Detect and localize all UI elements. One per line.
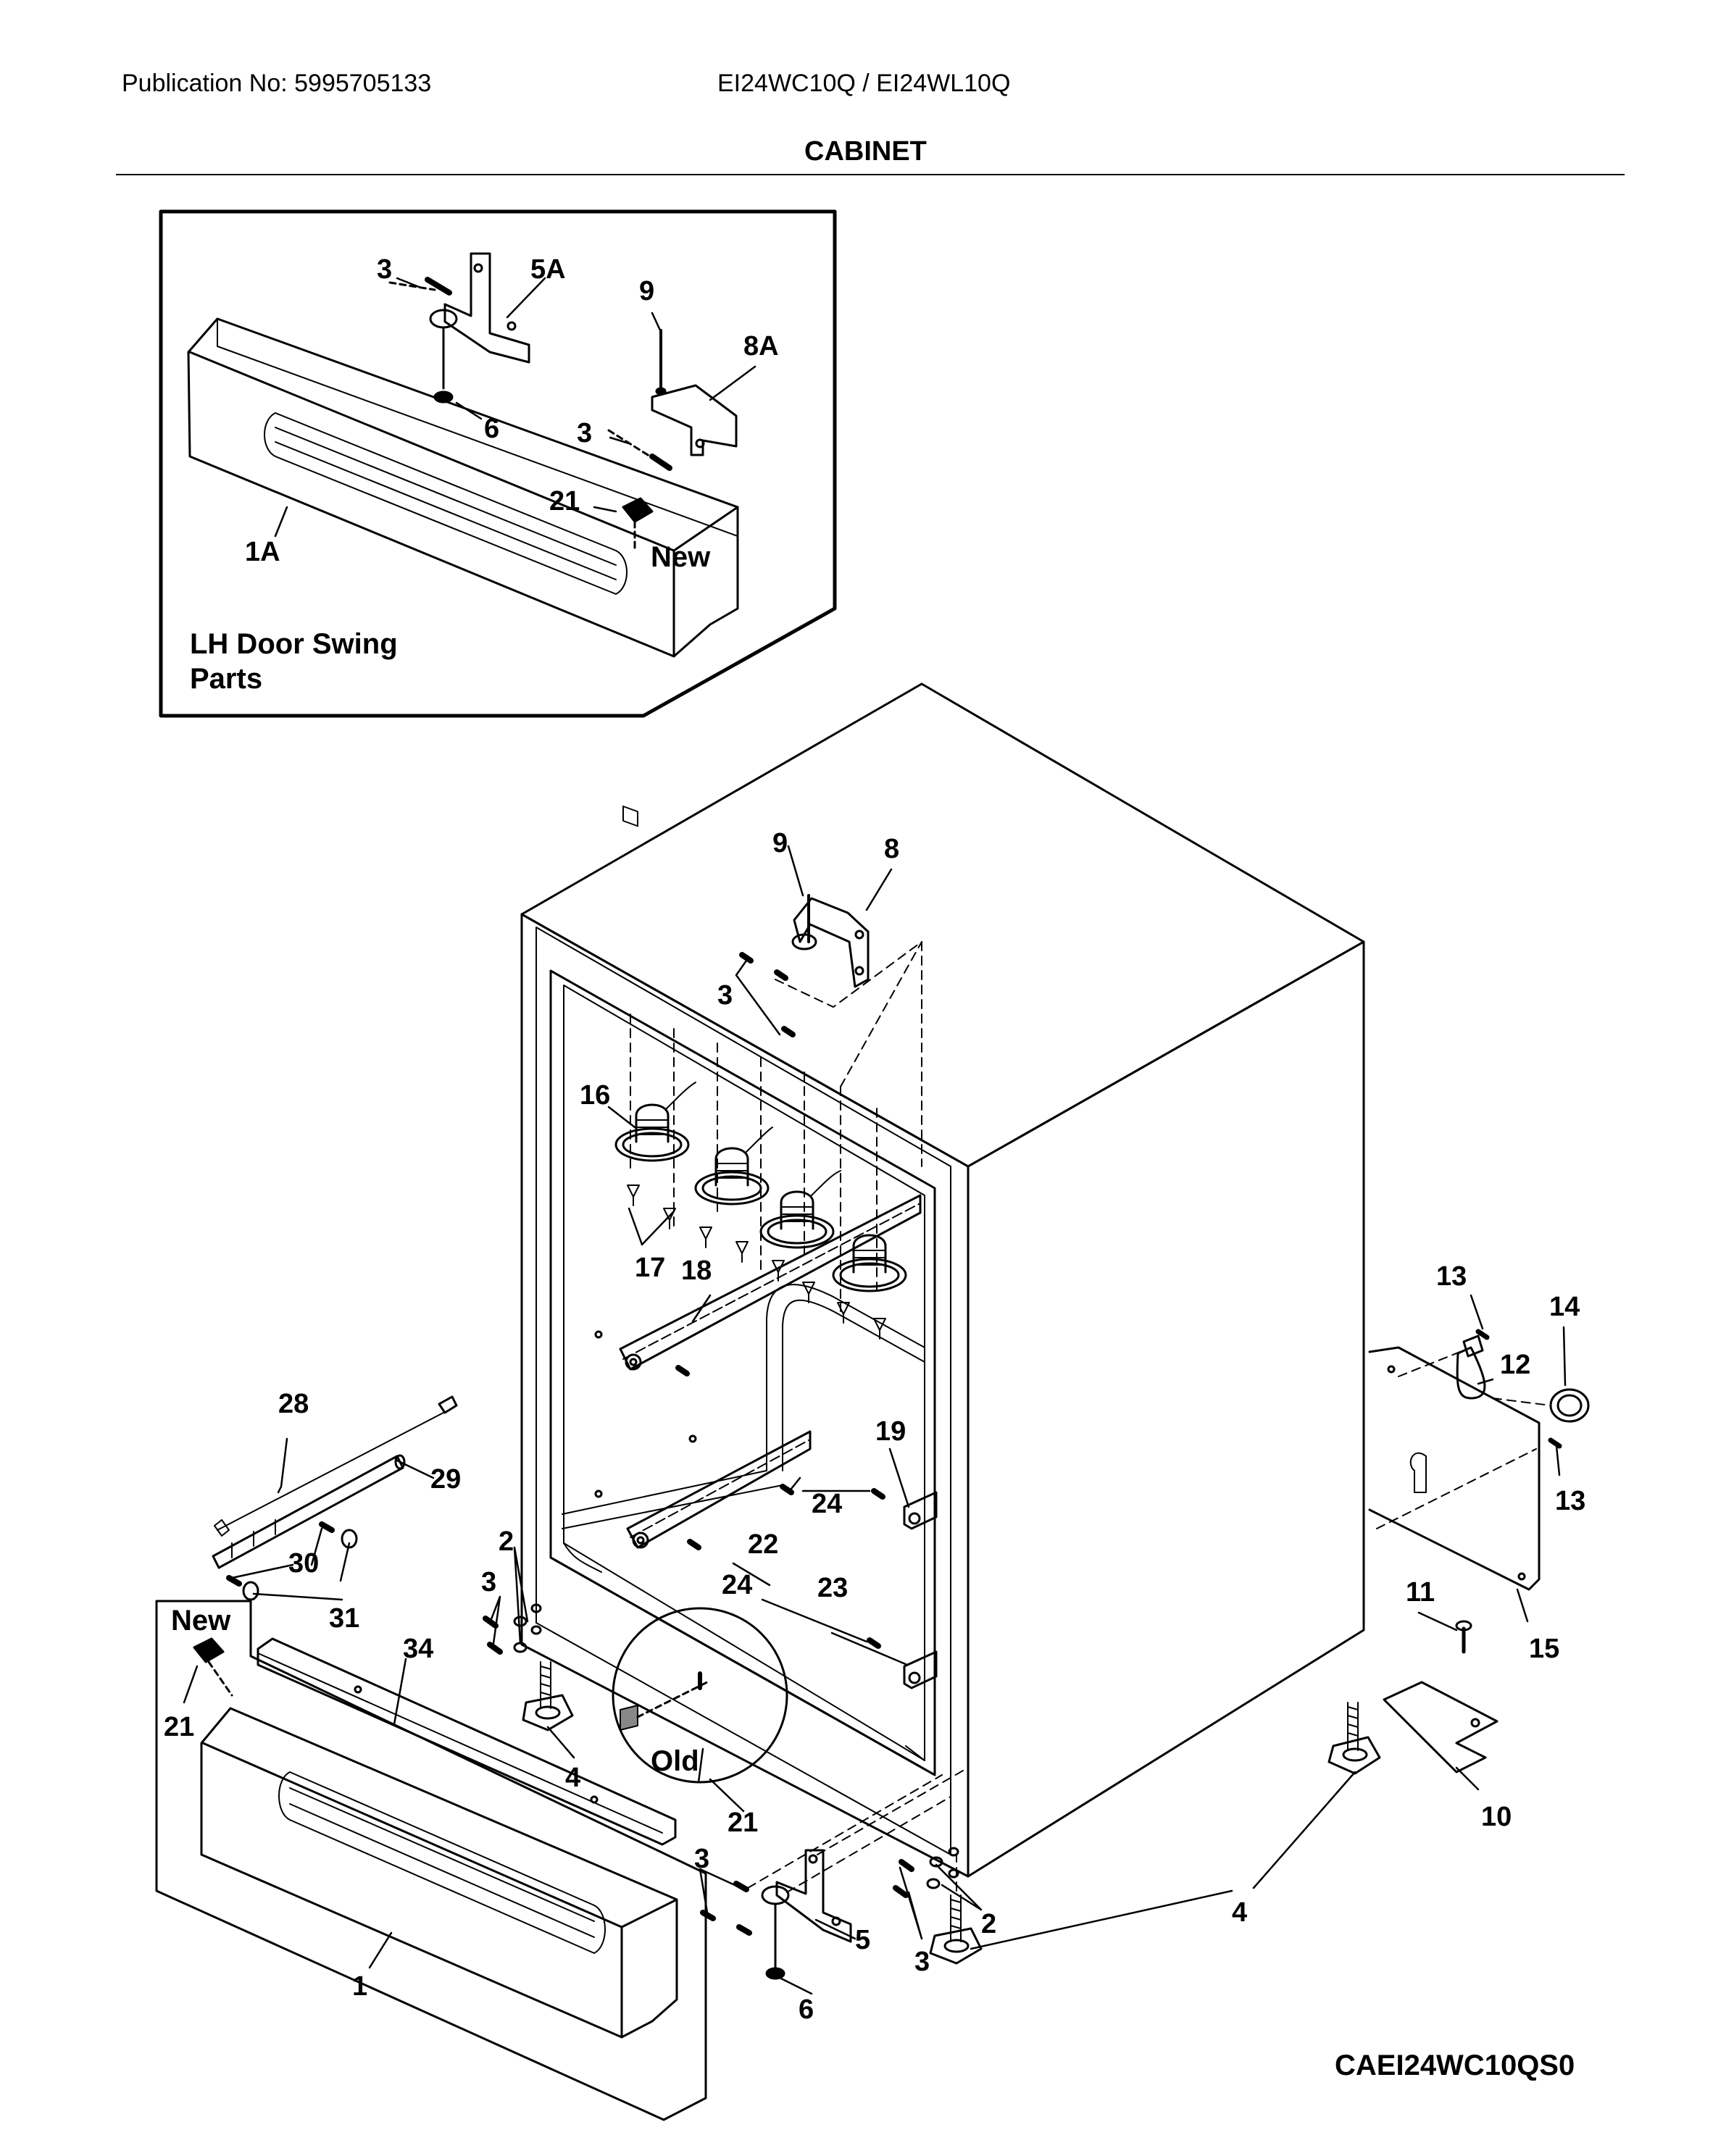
- screws-13: [1475, 1329, 1562, 1449]
- label-11: 11: [1406, 1577, 1435, 1608]
- damper-16: [614, 1082, 907, 1292]
- label-3: 3: [914, 1947, 930, 1977]
- caps-31: [242, 1529, 358, 1601]
- label-2: 2: [499, 1526, 514, 1557]
- label-8a: 8A: [743, 331, 779, 362]
- label-3: 3: [481, 1567, 496, 1597]
- label-17: 17: [635, 1253, 665, 1283]
- label-23: 23: [817, 1573, 848, 1603]
- label-1: 1: [352, 1971, 367, 2002]
- label-22: 22: [748, 1529, 778, 1560]
- label-24: 24: [722, 1570, 752, 1600]
- clamp-12: [1456, 1334, 1486, 1400]
- label-2: 2: [981, 1909, 996, 1939]
- bracket-19: [780, 1484, 938, 1530]
- label-24: 24: [812, 1489, 842, 1519]
- inset-new-label: New: [651, 541, 711, 573]
- old-switch-detail: [612, 1607, 788, 1784]
- label-29: 29: [430, 1464, 461, 1495]
- bracket-10: [1383, 1681, 1499, 1773]
- old-label: Old: [651, 1745, 699, 1777]
- label-31: 31: [329, 1603, 359, 1634]
- header-rule: [116, 174, 1625, 175]
- inset-caption-line2: Parts: [190, 663, 262, 695]
- section-title: CABINET: [804, 136, 927, 167]
- label-1a: 1A: [245, 537, 280, 567]
- label-8: 8: [884, 834, 899, 864]
- rail-22: [594, 1430, 812, 1550]
- hinge-5: [700, 1849, 852, 1980]
- hinge-8: [739, 894, 870, 1037]
- label-21: 21: [549, 486, 580, 517]
- label-3: 3: [694, 1844, 709, 1874]
- label-5a: 5A: [530, 254, 566, 285]
- label-21: 21: [728, 1808, 758, 1838]
- label-3: 3: [377, 254, 392, 285]
- label-6: 6: [799, 1994, 814, 2025]
- back-panel-15: [1368, 1346, 1541, 1591]
- label-34: 34: [403, 1634, 433, 1664]
- push-pins-17: [627, 1184, 886, 1340]
- new-label: New: [171, 1605, 231, 1637]
- label-6: 6: [484, 414, 499, 444]
- leveling-leg-4-left: [522, 1661, 574, 1731]
- inset-hinge-8a: [607, 329, 738, 471]
- label-3: 3: [577, 418, 592, 448]
- label-9: 9: [639, 276, 654, 306]
- label-3: 3: [717, 980, 733, 1011]
- inset-kickplate-1a: [187, 317, 739, 827]
- grommet-14: [1549, 1388, 1590, 1423]
- publication-number: Publication No: 5995705133: [122, 70, 432, 97]
- label-13: 13: [1436, 1261, 1467, 1292]
- label-5: 5: [855, 1925, 870, 1955]
- label-10: 10: [1481, 1802, 1512, 1832]
- label-30: 30: [288, 1548, 319, 1579]
- label-13: 13: [1555, 1486, 1585, 1516]
- model-numbers: EI24WC10Q / EI24WL10Q: [717, 70, 1011, 97]
- tube-29: [212, 1454, 406, 1569]
- leveling-leg-4-front: [929, 1894, 983, 1965]
- label-19: 19: [875, 1416, 906, 1447]
- label-14: 14: [1549, 1292, 1580, 1322]
- cabinet-body: [520, 682, 1365, 1878]
- kickplate-frame: [155, 1600, 707, 2121]
- label-18: 18: [681, 1255, 712, 1286]
- label-15: 15: [1529, 1634, 1559, 1664]
- label-28: 28: [278, 1389, 309, 1419]
- bracket-23: [867, 1637, 938, 1689]
- label-16: 16: [580, 1080, 610, 1111]
- screws-30: [226, 1521, 335, 1587]
- label-12: 12: [1500, 1350, 1530, 1380]
- rail-18: [594, 1194, 922, 1376]
- label-21: 21: [164, 1712, 194, 1742]
- label-4: 4: [565, 1763, 580, 1793]
- inset-panel: [159, 209, 837, 718]
- inset-switch-21: [622, 497, 654, 552]
- inset-hinge-5a: [388, 252, 530, 404]
- front-right-screws: [893, 1847, 959, 1898]
- screw-11: [1455, 1620, 1472, 1654]
- label-9: 9: [772, 828, 788, 858]
- figure-code: CAEI24WC10QS0: [1335, 2050, 1575, 2081]
- leveling-leg-4-right: [1327, 1702, 1381, 1775]
- wire-harness-28: [214, 1395, 458, 1537]
- kickplate-1: [200, 1707, 678, 2039]
- inset-caption-line1: LH Door Swing: [190, 628, 398, 660]
- cover-34: [257, 1637, 677, 1846]
- switch-21-new: [193, 1637, 233, 1697]
- label-4: 4: [1232, 1897, 1247, 1928]
